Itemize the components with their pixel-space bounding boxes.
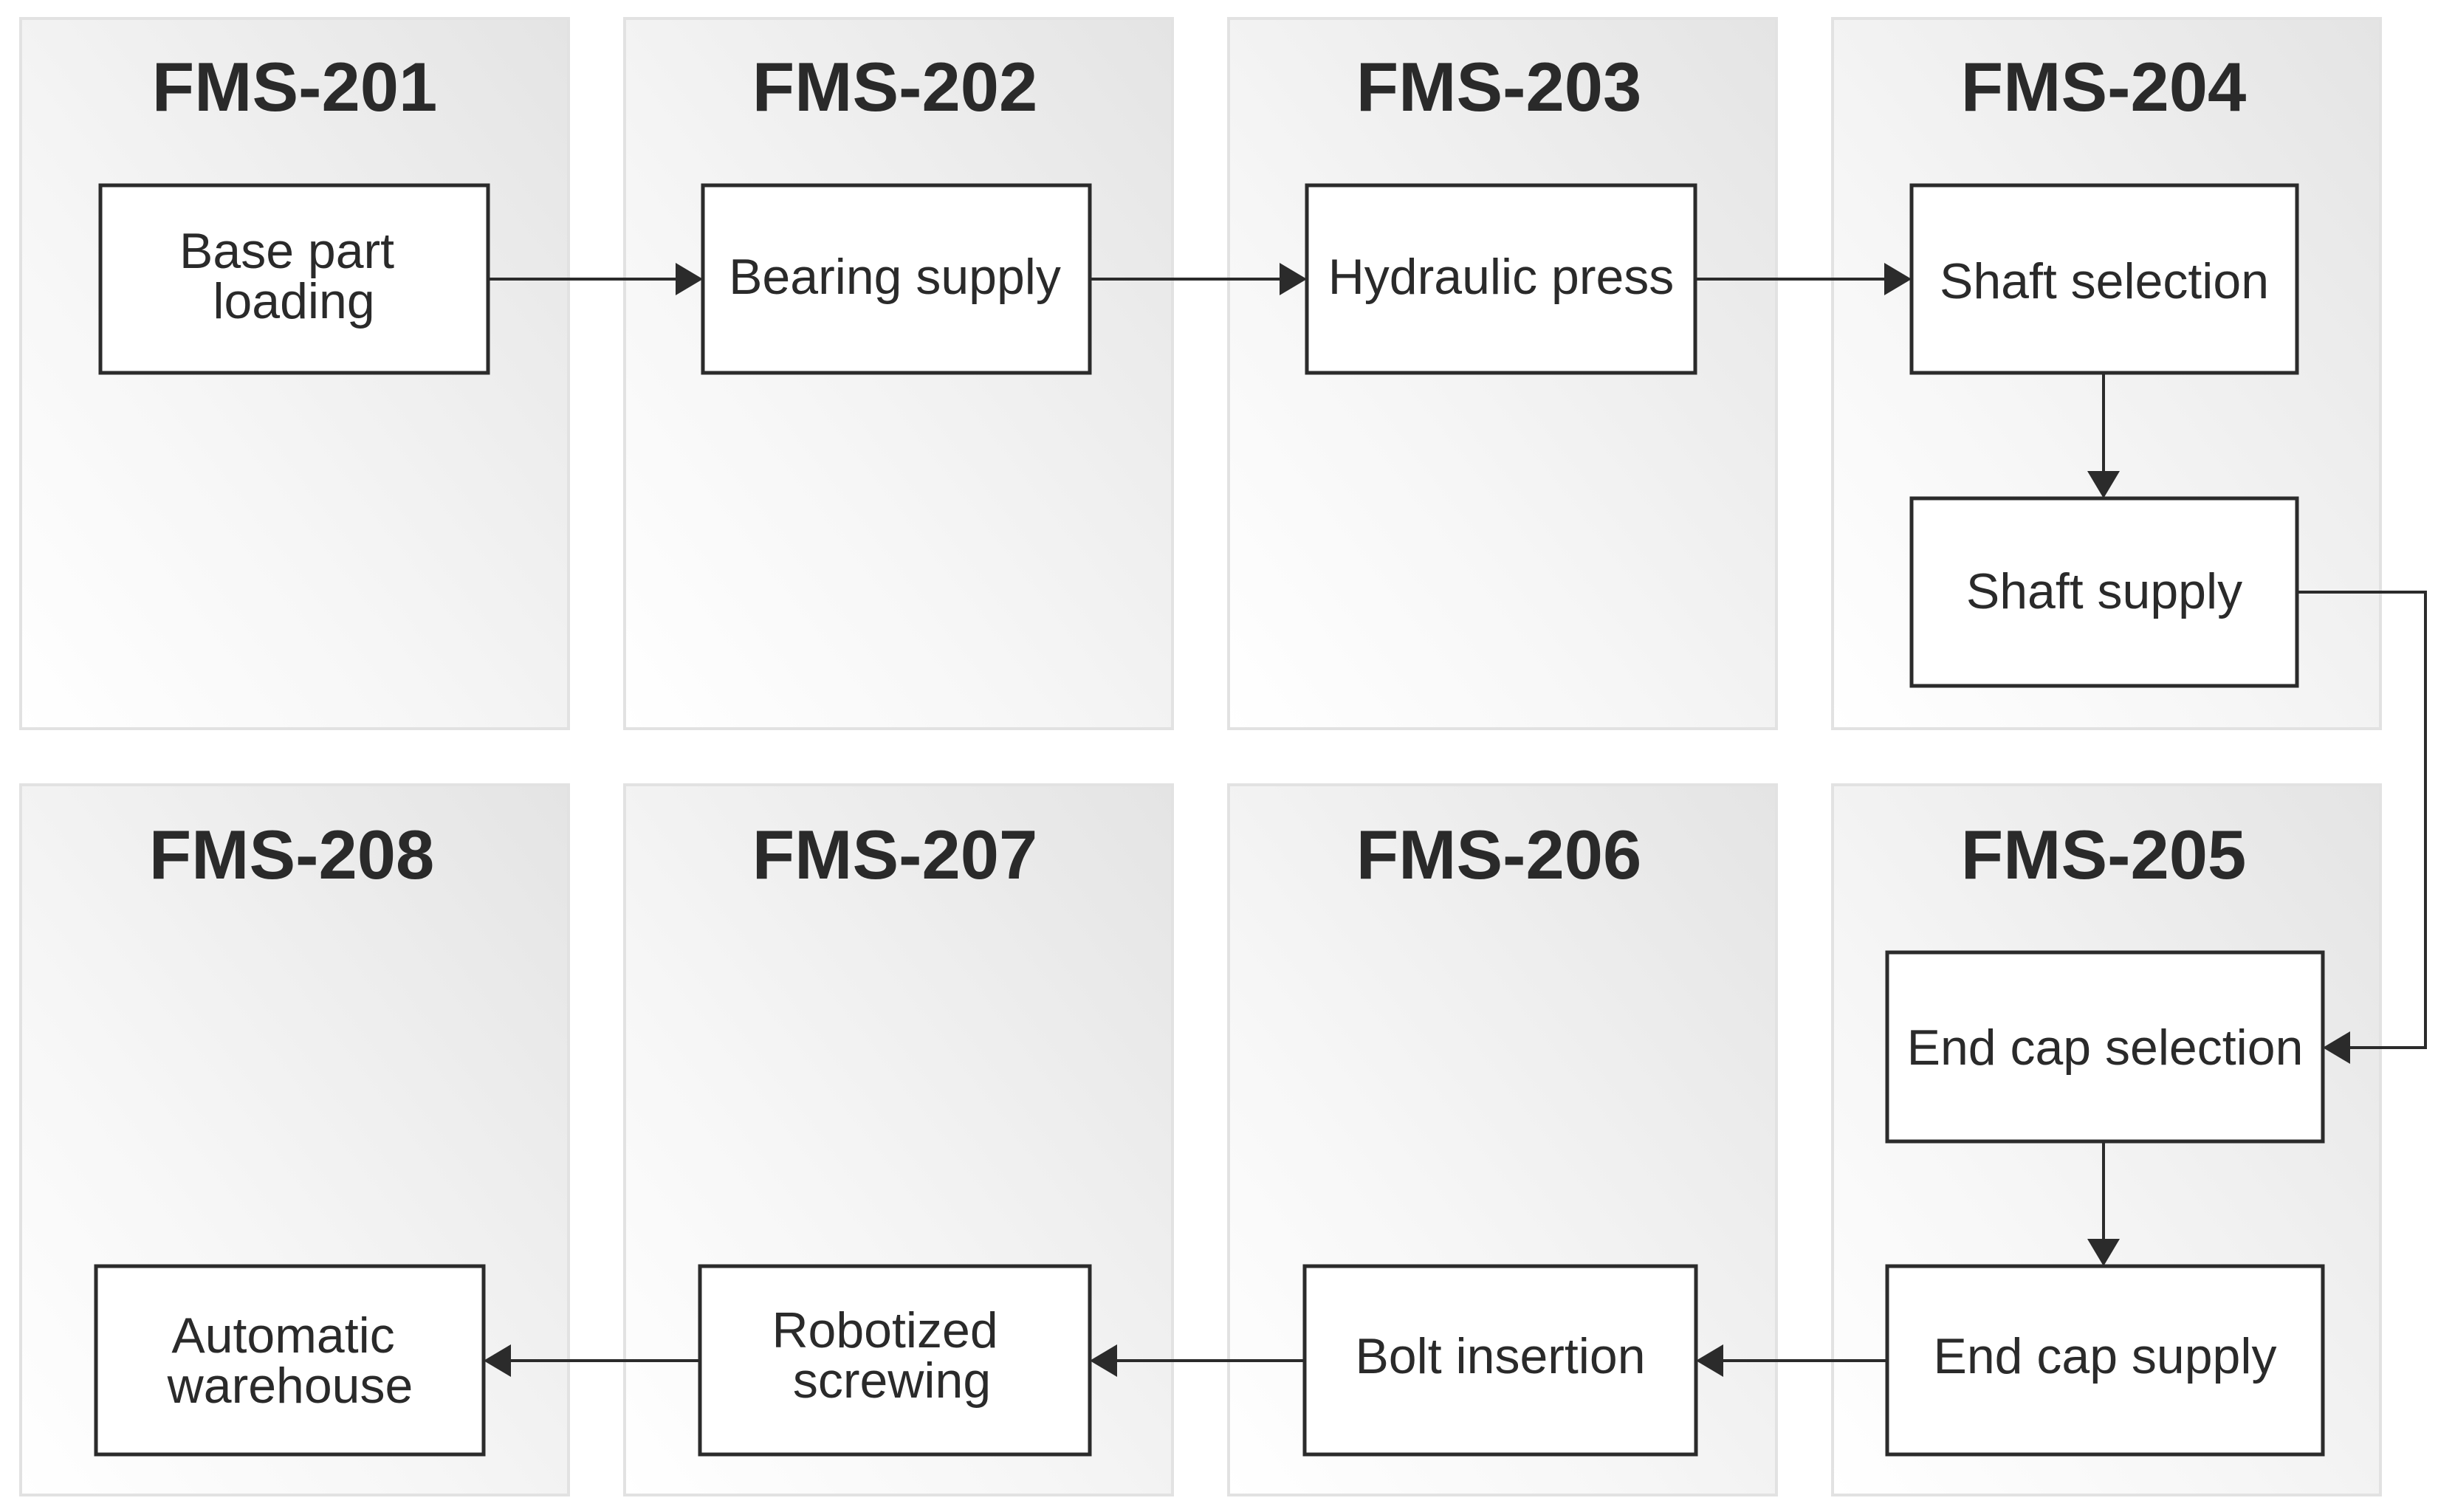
- arrowhead-icon: [1696, 1344, 1723, 1377]
- station-title-fms-204: FMS-204: [1961, 48, 2247, 126]
- step-label: Hydraulic press: [1328, 249, 1675, 305]
- station-title-fms-207: FMS-207: [752, 816, 1038, 893]
- step-label: Bearing supply: [729, 249, 1061, 305]
- step-box-end-cap-supply: End cap supply: [1885, 1264, 2325, 1457]
- step-box-shaft-selection: Shaft selection: [1909, 183, 2299, 375]
- step-label: Robotized screwing: [772, 1302, 1012, 1409]
- step-box-robotized-screwing: Robotized screwing: [698, 1264, 1092, 1457]
- station-titles: FMS-201 FMS-202 FMS-203 FMS-204 FMS-205 …: [149, 48, 2247, 893]
- arrowhead-icon: [2087, 471, 2120, 498]
- station-title-fms-205: FMS-205: [1961, 816, 2247, 893]
- step-box-shaft-supply: Shaft supply: [1909, 496, 2299, 688]
- station-title-fms-201: FMS-201: [152, 48, 438, 126]
- step-box-automatic-warehouse: Automatic warehouse: [94, 1264, 486, 1457]
- process-steps: Base part loading Bearing supply Hydraul…: [94, 183, 2325, 1457]
- arrowhead-icon: [1884, 263, 1912, 295]
- step-label: End cap selection: [1907, 1020, 2304, 1076]
- step-label: Shaft supply: [1966, 563, 2242, 619]
- step-box-base-part-loading: Base part loading: [98, 183, 490, 375]
- step-box-bolt-insertion: Bolt insertion: [1302, 1264, 1698, 1457]
- step-label: Base part loading: [179, 223, 408, 329]
- arrowhead-icon: [1280, 263, 1307, 295]
- step-box-bearing-supply: Bearing supply: [701, 183, 1092, 375]
- arrowhead-icon: [2323, 1031, 2350, 1064]
- arrowhead-icon: [1090, 1344, 1117, 1377]
- step-label: Shaft selection: [1940, 253, 2269, 309]
- step-label: End cap supply: [1934, 1328, 2277, 1384]
- step-box-hydraulic-press: Hydraulic press: [1305, 183, 1697, 375]
- connector-line: [2297, 591, 2427, 1049]
- station-title-fms-208: FMS-208: [149, 816, 435, 893]
- step-box-end-cap-selection: End cap selection: [1885, 950, 2325, 1144]
- step-label: Bolt insertion: [1355, 1328, 1645, 1384]
- station-title-fms-206: FMS-206: [1356, 816, 1642, 893]
- station-title-fms-203: FMS-203: [1356, 48, 1642, 126]
- station-title-fms-202: FMS-202: [752, 48, 1038, 126]
- arrowhead-icon: [484, 1344, 511, 1377]
- arrowhead-icon: [2087, 1239, 2120, 1266]
- step-label: Automatic warehouse: [167, 1307, 413, 1414]
- arrowhead-icon: [676, 263, 703, 295]
- flow-connectors: [484, 263, 2427, 1377]
